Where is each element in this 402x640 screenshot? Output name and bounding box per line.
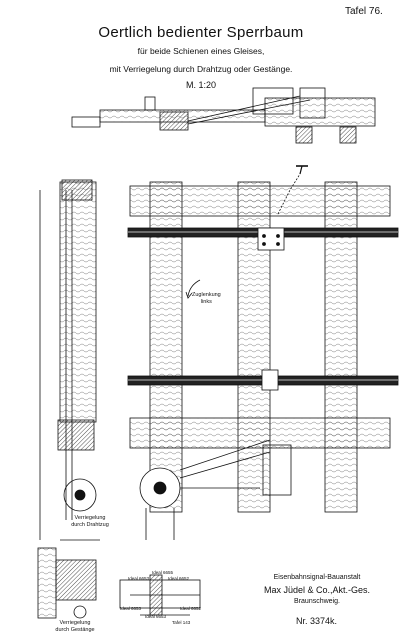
detail-label-e: Ideal 6652 (180, 606, 202, 611)
detail-label-g: Tafel 143 (172, 620, 191, 625)
detail-label-f: Ideal 6653 (145, 614, 167, 619)
detail-views (37, 547, 201, 619)
drawing-number: Nr. 3374k. (296, 616, 338, 626)
chain (277, 173, 301, 215)
maker-line-1: Eisenbahnsignal-Bauanstalt (273, 574, 361, 581)
pivot-bracket (252, 87, 294, 115)
detail-label-b: Ideal 6652 (168, 576, 190, 581)
operating-rod-2 (187, 99, 311, 125)
locking-plate (257, 227, 285, 251)
detail-post (37, 547, 57, 619)
link-bar (262, 444, 292, 496)
stop-block (144, 96, 156, 111)
direction-arrow (187, 279, 201, 297)
anchor-bolt-2 (295, 126, 313, 144)
drawing-subtitle-2: mit Verriegelung durch Drahtzug oder Ges… (109, 64, 293, 74)
plan-view (127, 165, 399, 540)
drawing-title: Oertlich bedienter Sperrbaum (98, 24, 304, 41)
bearing-block (299, 87, 326, 119)
post-section (59, 181, 97, 423)
operating-rod (187, 95, 301, 122)
upper-clamp (61, 179, 93, 201)
pulley-hub (74, 489, 86, 501)
lower-clamp (57, 419, 95, 451)
drawing-scale: M. 1:20 (185, 80, 216, 90)
plate-number: Tafel 76. (345, 6, 383, 17)
diagonal-link-1 (179, 439, 271, 471)
crank-hub (153, 481, 167, 495)
detail-wheel (73, 605, 87, 619)
drawing-subtitle-1: für beide Schienen eines Gleises, (137, 46, 265, 56)
detail-label-a: Ideal 6653 (128, 576, 150, 581)
spring-housing (159, 111, 189, 131)
detail-label-c: Ideal 6653 (120, 606, 142, 611)
beam-end-cap (71, 116, 101, 128)
rail-clamp (261, 369, 279, 391)
anchor-bolt-1 (339, 126, 357, 144)
vertical-section-view (39, 179, 100, 541)
pulley-wheel (63, 478, 97, 512)
maker-line-3: Braunschweig. (294, 598, 340, 605)
barrier-beam-plan-top (129, 185, 391, 217)
diagonal-link-2 (179, 451, 271, 479)
sleeper-side (264, 97, 376, 127)
maker-line-2: Max Jüdel & Co.,Akt.-Ges. (263, 585, 371, 595)
detail-label-d: Ideal 6655 (152, 570, 174, 575)
side-elevation-view (71, 87, 376, 144)
detail-bracket (55, 559, 97, 601)
